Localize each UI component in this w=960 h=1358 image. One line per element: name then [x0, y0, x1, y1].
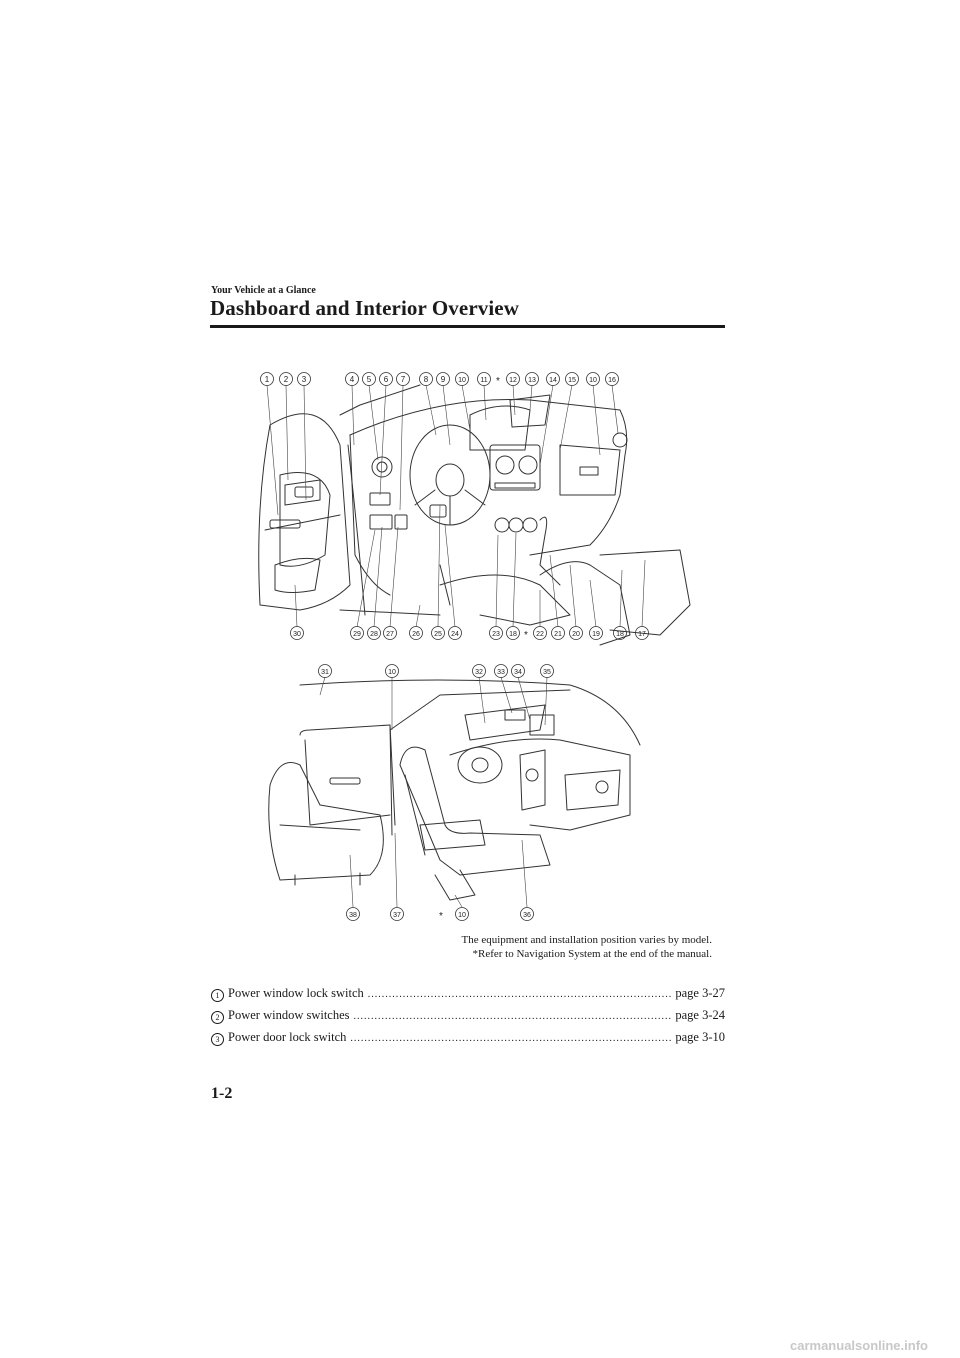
svg-text:*: *	[524, 630, 528, 641]
svg-text:25: 25	[434, 631, 442, 638]
item-number: 3	[211, 1033, 224, 1046]
svg-text:10: 10	[458, 377, 466, 384]
svg-text:24: 24	[451, 631, 459, 638]
item-name: Power window switches	[228, 1008, 350, 1022]
interior-bottom-callouts: 38 37 * 10 36	[346, 907, 534, 922]
figure-caption: The equipment and installation position …	[461, 934, 712, 946]
dashboard-drawing	[258, 384, 691, 646]
page-title: Dashboard and Interior Overview	[210, 296, 519, 320]
svg-text:19: 19	[592, 631, 600, 638]
dot-leader: ........................................…	[353, 1011, 672, 1022]
svg-text:33: 33	[497, 669, 505, 676]
svg-text:34: 34	[514, 669, 522, 676]
svg-text:9: 9	[441, 375, 446, 384]
svg-text:26: 26	[412, 631, 420, 638]
svg-text:12: 12	[509, 377, 517, 384]
item-page-reference[interactable]: page 3-27	[675, 986, 725, 1000]
svg-text:13: 13	[528, 377, 536, 384]
item-number: 1	[211, 989, 224, 1002]
svg-text:15: 15	[568, 377, 576, 384]
dot-leader: ........................................…	[367, 989, 672, 1000]
svg-text:35: 35	[543, 669, 551, 676]
svg-text:10: 10	[458, 912, 466, 919]
bottom-callouts: 30 29 28 27 26 25 24 23 18 * 22 21 20 19…	[290, 626, 649, 641]
top-callouts: 1 2 3 4 5 6 7 8 9 10 11 * 12 13 14 15 10…	[260, 372, 619, 387]
svg-text:*: *	[439, 911, 443, 922]
item-number: 2	[211, 1011, 224, 1024]
svg-text:10: 10	[589, 377, 597, 384]
svg-text:38: 38	[349, 912, 357, 919]
item-name: Power door lock switch	[228, 1030, 347, 1044]
watermark: carmanualsonline.info	[790, 1338, 928, 1353]
svg-text:36: 36	[523, 912, 531, 919]
dashboard-illustration: 1 2 3 4 5 6 7 8 9 10 11 * 12 13 14 15 10…	[240, 355, 730, 965]
svg-text:*: *	[496, 376, 500, 387]
svg-text:31: 31	[321, 669, 329, 676]
interior-drawing	[268, 679, 641, 901]
title-rule	[210, 325, 725, 328]
svg-text:30: 30	[293, 631, 301, 638]
list-item: 3 Power door lock switch ...............…	[211, 1030, 725, 1052]
svg-text:5: 5	[367, 375, 372, 384]
item-page-reference[interactable]: page 3-24	[675, 1008, 725, 1022]
svg-text:10: 10	[388, 669, 396, 676]
figure-footnote: *Refer to Navigation System at the end o…	[472, 948, 713, 960]
svg-text:11: 11	[480, 377, 487, 384]
svg-text:14: 14	[549, 377, 557, 384]
dot-leader: ........................................…	[350, 1033, 671, 1044]
svg-text:28: 28	[370, 631, 378, 638]
svg-text:37: 37	[393, 912, 401, 919]
section-label: Your Vehicle at a Glance	[211, 285, 316, 296]
svg-text:7: 7	[401, 375, 406, 384]
list-item: 1 Power window lock switch .............…	[211, 986, 725, 1008]
svg-text:20: 20	[572, 631, 580, 638]
svg-text:29: 29	[353, 631, 361, 638]
svg-text:22: 22	[536, 631, 544, 638]
svg-text:2: 2	[284, 375, 289, 384]
svg-text:32: 32	[475, 669, 483, 676]
svg-text:17: 17	[638, 631, 646, 638]
item-name: Power window lock switch	[228, 986, 364, 1000]
item-page-reference[interactable]: page 3-10	[675, 1030, 725, 1044]
list-item: 2 Power window switches ................…	[211, 1008, 725, 1030]
svg-text:21: 21	[554, 631, 562, 638]
svg-text:16: 16	[608, 377, 616, 384]
page-number: 1-2	[211, 1085, 233, 1102]
svg-text:3: 3	[302, 375, 307, 384]
svg-text:18: 18	[616, 631, 624, 638]
svg-text:6: 6	[384, 375, 389, 384]
svg-text:27: 27	[386, 631, 394, 638]
svg-text:8: 8	[424, 375, 429, 384]
svg-text:23: 23	[492, 631, 500, 638]
component-list: 1 Power window lock switch .............…	[211, 986, 725, 1052]
svg-text:4: 4	[350, 375, 355, 384]
svg-text:1: 1	[265, 375, 270, 384]
svg-text:18: 18	[509, 631, 517, 638]
interior-top-callouts: 31 10 32 33 34 35	[318, 664, 554, 678]
